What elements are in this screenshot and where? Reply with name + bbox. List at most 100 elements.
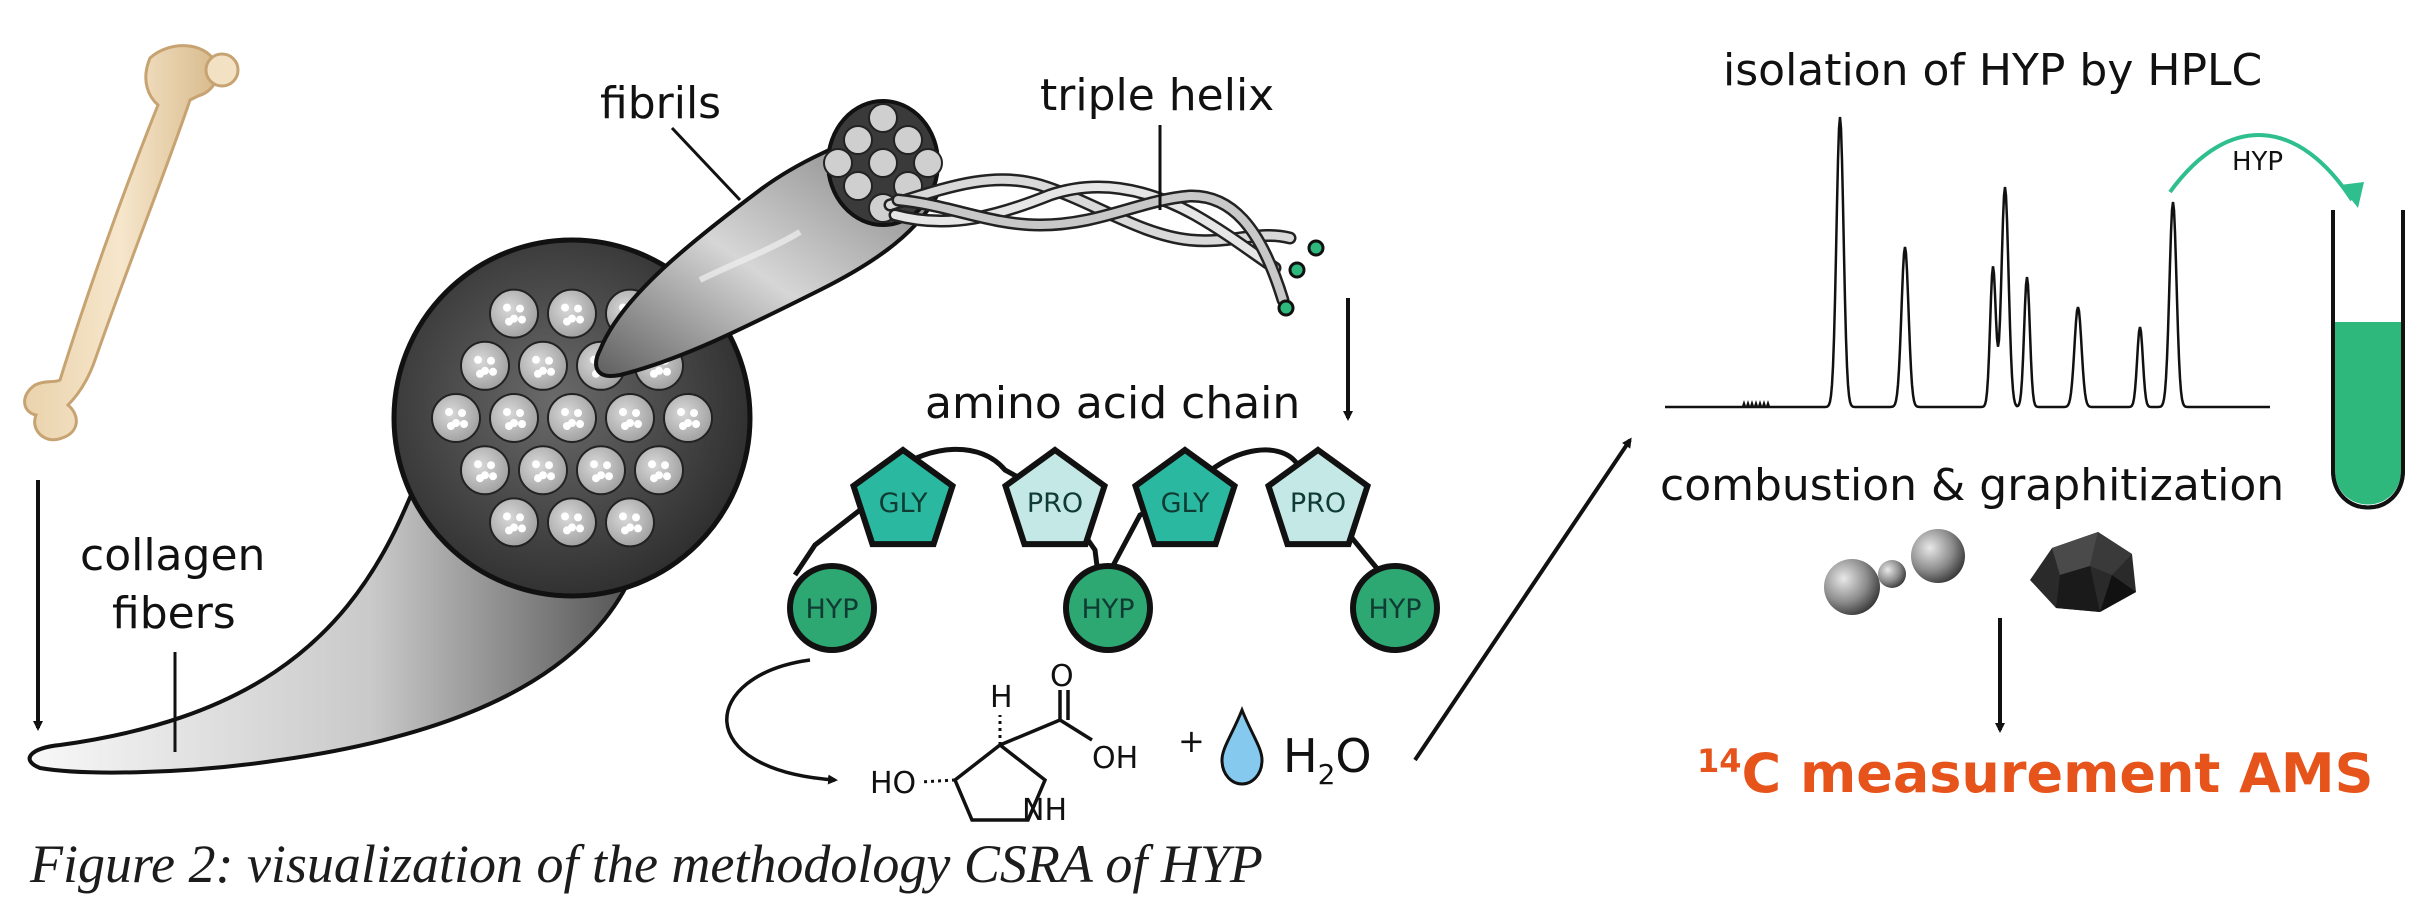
fiber-subdot [489,472,497,481]
fiber-dot [460,445,510,496]
hyp-transfer-label: HYP [2232,147,2283,177]
residue-hyp-label: HYP [1081,594,1134,625]
molecule-oh-label: OH [1092,741,1138,776]
fiber-dot [576,445,626,496]
fiber-subdot [534,369,542,378]
fiber-dot [663,393,713,443]
hyp-transfer-arrow [2168,133,2354,202]
ams-superscript: 14 [1697,742,1742,780]
triple-helix [883,173,1325,317]
fibril-dot [823,148,853,178]
fiber-subdot [592,474,600,483]
fiber-subdot [576,420,584,428]
fiber-subdot [661,461,669,470]
fibril-dot [868,148,898,178]
fiber-subdot [547,472,555,481]
fiber-subdot [621,422,629,430]
fiber-subdot [603,461,611,470]
amino-acid-chain-label: amino acid chain [925,378,1300,429]
fiber-subdot [458,409,466,417]
fiber-subdot [503,408,511,416]
fiber-subdot [563,317,571,326]
fiber-subdot [561,408,569,416]
molecule-plus-label: + [1178,722,1205,760]
fibril-dot [893,125,923,155]
molecule-nh-label: NH [1022,793,1067,828]
fibril-dot [843,171,873,201]
fiber-subdot [690,409,698,417]
combustion-label: combustion & graphitization [1660,460,2284,511]
fiber-dot [489,393,539,443]
fiber-subdot [476,369,484,378]
fiber-subdot [576,315,584,324]
residue-hyp-label: HYP [1368,594,1421,625]
fiber-subdot [503,512,511,521]
fiber-subdot [505,422,513,430]
fiber-subdot [576,524,584,533]
test-tube-icon [2331,210,2405,510]
residue-gly-shape [849,446,957,548]
fiber-dot [489,497,539,548]
fibril-dots [823,103,943,223]
fiber-subdot [516,304,524,313]
fiber-dot [489,288,539,339]
water-label: H2O [1283,729,1372,791]
fiber-subdot [516,409,524,417]
collagen-label: collagen [80,530,265,581]
fiber-subdot [503,303,511,312]
fiber-subdot [648,460,656,469]
chromatogram-trace [1665,116,2270,409]
fibril-dot [843,125,873,155]
fiber-dot [518,445,568,496]
fiber-subdot [634,524,642,533]
fibril-horn [594,99,943,378]
residue-gly-label: GLY [1161,488,1210,519]
fiber-subdot [561,512,569,521]
fiber-subdot [650,369,658,378]
residue-pro-shape [1264,446,1372,548]
fiber-dot [605,497,655,548]
fiber-subdot [534,474,542,483]
graphite-sphere-icon [1824,529,1965,615]
residue-hyp-shape [1063,563,1153,653]
fiber-dot [460,340,510,391]
residue-pro-shape [1001,446,1109,548]
residue-hyp-shape [1350,563,1440,653]
hyp-transfer-arrowhead [2340,182,2364,208]
fiber-dot [547,288,597,339]
fibrils-label: fibrils [600,78,721,129]
femur-bone-icon [23,44,240,442]
fiber-subdot [619,408,627,416]
fiber-subdot [518,524,526,533]
fiber-subdot [634,420,642,428]
fiber-subdot [563,526,571,535]
pyrrolidine-ring [952,742,1048,822]
fiber-subdot [663,472,671,481]
water-sub: 2 [1318,758,1336,791]
fiber-subdot [532,460,540,469]
fiber-subdot [447,422,455,430]
ams-text: C measurement AMS [1742,742,2374,805]
fiber-subdot [445,408,453,416]
fiber-subdot [474,355,482,364]
fiber-subdot [677,408,685,416]
fiber-subdot [476,474,484,483]
fiber-subdot [505,317,513,326]
fiber-subdot [460,420,468,428]
fiber-dot [547,393,597,443]
fiber-subdot [619,512,627,521]
residue-gly-shape [1131,446,1239,548]
isolation-label: isolation of HYP by HPLC [1723,45,2262,96]
fiber-subdot [574,513,582,522]
fiber-subdot [561,303,569,312]
fiber-subdot [632,513,640,522]
fiber-subdot [590,460,598,469]
residue-hyp-shape [787,563,877,653]
fiber-subdot [474,460,482,469]
fiber-dot [605,393,655,443]
fiber-subdot [621,526,629,535]
fibrils-leader [670,126,742,202]
fiber-subdot [632,409,640,417]
